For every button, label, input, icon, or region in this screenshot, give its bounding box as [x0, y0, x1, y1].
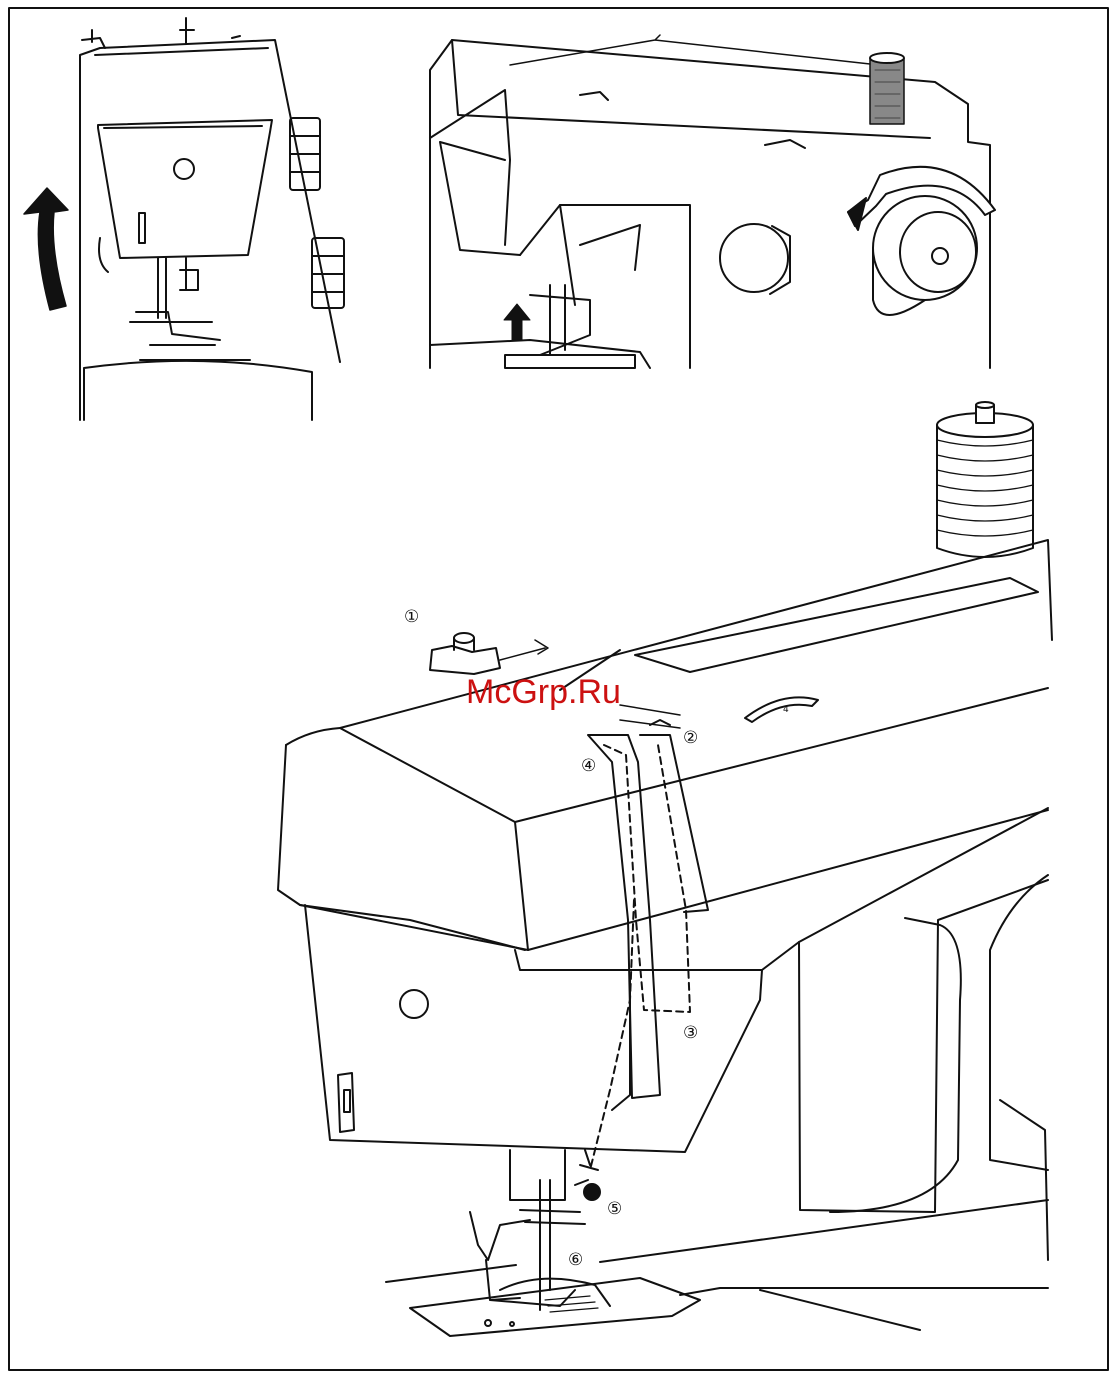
watermark: McGrp.Ru [466, 673, 621, 711]
callout-3: ③ [683, 1023, 698, 1043]
top-cover [285, 539, 1053, 746]
panel-threading-path: 4 [277, 401, 1053, 1337]
raise-arrow-icon [503, 303, 531, 341]
svg-text:4: 4 [783, 705, 789, 715]
stitch-indicator [744, 696, 819, 723]
callout-2: ② [683, 728, 698, 748]
callout-6: ⑥ [568, 1250, 583, 1270]
spool-large [936, 401, 1034, 558]
panel-front-view [429, 34, 996, 369]
face-plate-screw [399, 989, 429, 1019]
callout-4: ④ [581, 756, 596, 776]
panel-side-view [23, 17, 345, 421]
outer-frame [8, 7, 1109, 1371]
top-spool [869, 57, 905, 125]
thread-guide-1 [429, 632, 501, 675]
callout-1: ① [404, 607, 419, 627]
thread-path-dashed [589, 744, 691, 1171]
lift-arrow-icon [23, 187, 69, 311]
side-screw [173, 158, 195, 180]
stitch-dial [719, 223, 789, 293]
needle-clamp-screw [583, 1183, 601, 1201]
callout-5: ⑤ [607, 1199, 622, 1219]
